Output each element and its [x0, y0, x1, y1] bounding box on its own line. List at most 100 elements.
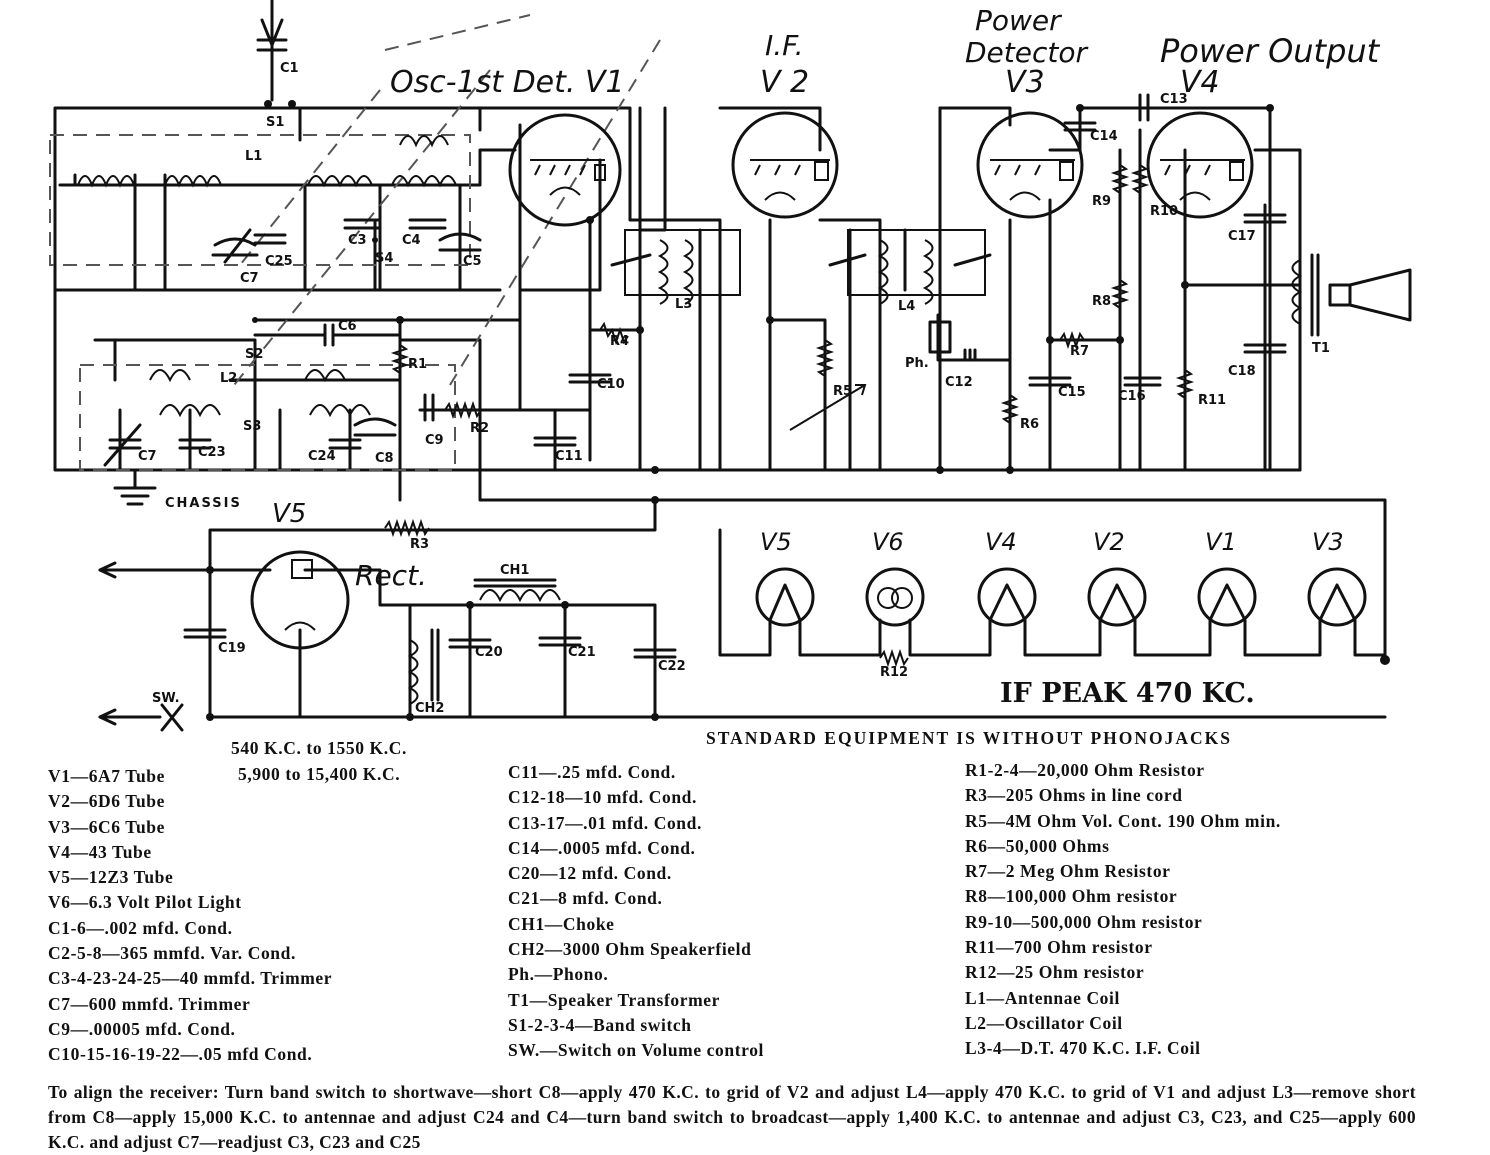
label-c24: C24 [308, 449, 336, 464]
label-s4: S4 [375, 251, 393, 266]
label-c21: C21 [568, 645, 596, 660]
label-r8: R8 [1092, 294, 1111, 309]
part-item: C7—600 mmfd. Trimmer [48, 993, 251, 1014]
label-r1: R1 [408, 357, 427, 372]
part-item: R7—2 Meg Ohm Resistor [965, 861, 1171, 882]
label-s2: S2 [245, 347, 263, 362]
label-r11: R11 [1198, 393, 1226, 408]
label-l2: L2 [220, 371, 237, 386]
label-c25: C25 [265, 254, 293, 269]
volume-arrow [789, 384, 867, 431]
part-item: V6—6.3 Volt Pilot Light [48, 892, 242, 913]
label-c7: C7 [138, 449, 157, 464]
part-item: V5—12Z3 Tube [48, 867, 174, 888]
part-item: R9-10—500,000 Ohm resistor [965, 911, 1203, 932]
part-item: R8—100,000 Ohm resistor [965, 886, 1178, 907]
part-item: C10-15-16-19-22—.05 mfd Cond. [48, 1044, 313, 1065]
part-item: V1—6A7 Tube [48, 766, 165, 786]
label-c10: C10 [597, 377, 625, 392]
tube-v5-rectifier [250, 550, 350, 650]
part-item: C3-4-23-24-25—40 mmfd. Trimmer [48, 968, 333, 989]
junction-dots [206, 104, 1390, 721]
resistor-symbols [384, 164, 1195, 668]
part-item: T1—Speaker Transformer [508, 989, 721, 1010]
pilot-label-v4: V4 [985, 528, 1017, 556]
speaker-symbol [1328, 268, 1412, 322]
part-item: SW.—Switch on Volume control [508, 1040, 765, 1061]
part-item: Ph.—Phono. [508, 964, 609, 985]
pilot-label-v2: V2 [1093, 528, 1125, 556]
label-c12: C12 [945, 375, 973, 390]
label-c20: C20 [475, 645, 503, 660]
part-item: V3—6C6 Tube [48, 816, 165, 837]
label-c17: C17 [1228, 229, 1256, 244]
stage-label-v4: V4 [1180, 65, 1220, 100]
stage-label-power-output: Power Output [1160, 32, 1381, 70]
band-range-broadcast: 540 K.C. to 1550 K.C. [231, 738, 407, 758]
parts-list: STANDARD EQUIPMENT IS WITHOUT PHONOJACKS… [48, 728, 1448, 1068]
line-arrows [98, 561, 184, 732]
label-ch2: CH2 [415, 701, 444, 716]
tube-v3 [976, 111, 1084, 219]
label-c4: C4 [402, 233, 421, 248]
coil-symbols [77, 135, 1303, 705]
if-peak-label: IF PEAK 470 KC. [1000, 678, 1255, 709]
label-r7: R7 [1070, 344, 1089, 359]
part-item: C20—12 mfd. Cond. [508, 863, 672, 884]
speakerfield-core [430, 628, 440, 702]
label-r12: R12 [880, 665, 908, 680]
label-ph: Ph. [905, 356, 929, 371]
capacitor-symbols [103, 93, 1287, 659]
label-c19: C19 [218, 641, 246, 656]
part-item: S1-2-3-4—Band switch [508, 1014, 692, 1035]
label-c1: C1 [280, 61, 299, 76]
part-item: L1—Antennae Coil [965, 987, 1120, 1008]
choke-core [473, 578, 557, 588]
label-c5: C5 [463, 254, 482, 269]
label-l3: L3 [675, 297, 692, 312]
chassis-ground-symbol [113, 468, 157, 506]
label-c13: C13 [1160, 92, 1188, 107]
alignment-instructions: To align the receiver: Turn band switch … [48, 1082, 1416, 1152]
label-c2: C7 [240, 271, 259, 286]
label-c11: C11 [555, 449, 583, 464]
label-c6: C6 [338, 319, 357, 334]
label-c22: C22 [658, 659, 686, 674]
label-c23: C23 [198, 445, 226, 460]
part-item: R5—4M Ohm Vol. Cont. 190 Ohm min. [965, 810, 1281, 831]
pilot-label-v1: V1 [1205, 528, 1237, 556]
label-l4: L4 [898, 299, 915, 314]
label-r6: R6 [1020, 417, 1039, 432]
parts-column-2: C11—.25 mfd. Cond. C12-18—10 mfd. Cond. … [508, 760, 764, 1064]
label-sw: SW. [152, 691, 180, 706]
part-item: CH1—Choke [508, 913, 615, 934]
label-s3: S3 [243, 419, 261, 434]
part-item: V2—6D6 Tube [48, 791, 165, 812]
label-r9: R9 [1092, 194, 1111, 209]
part-item: R11—700 Ohm resistor [965, 937, 1153, 958]
label-l1: L1 [245, 149, 262, 164]
part-item: C21—8 mfd. Cond. [508, 888, 663, 909]
part-item: C1-6—.002 mfd. Cond. [48, 917, 233, 938]
part-item: L3-4—D.T. 470 K.C. I.F. Coil [965, 1038, 1201, 1059]
label-s1: S1 [266, 115, 284, 130]
label-c9: C9 [425, 433, 444, 448]
part-item: R3—205 Ohms in line cord [965, 785, 1183, 806]
stage-label-if: I.F. [765, 29, 804, 62]
stage-label-v2: V 2 [760, 65, 809, 100]
label-r5: R5 [833, 384, 852, 399]
antenna-symbol [256, 0, 288, 102]
label-c8: C8 [375, 451, 394, 466]
part-item: C11—.25 mfd. Cond. [508, 762, 676, 782]
pilot-label-v5: V5 [760, 528, 792, 556]
part-item: V4—43 Tube [48, 841, 152, 862]
part-item: L2—Oscillator Coil [965, 1012, 1123, 1033]
part-item: R6—50,000 Ohms [965, 835, 1110, 856]
heater-string [755, 567, 1367, 627]
stage-label-power: Power [975, 4, 1062, 37]
stage-label-rect: Rect. [355, 559, 427, 592]
part-item: CH2—3000 Ohm Speakerfield [508, 939, 752, 960]
label-r3: R3 [410, 537, 429, 552]
part-item: C9—.00005 mfd. Cond. [48, 1018, 236, 1039]
part-item: C14—.0005 mfd. Cond. [508, 837, 696, 858]
